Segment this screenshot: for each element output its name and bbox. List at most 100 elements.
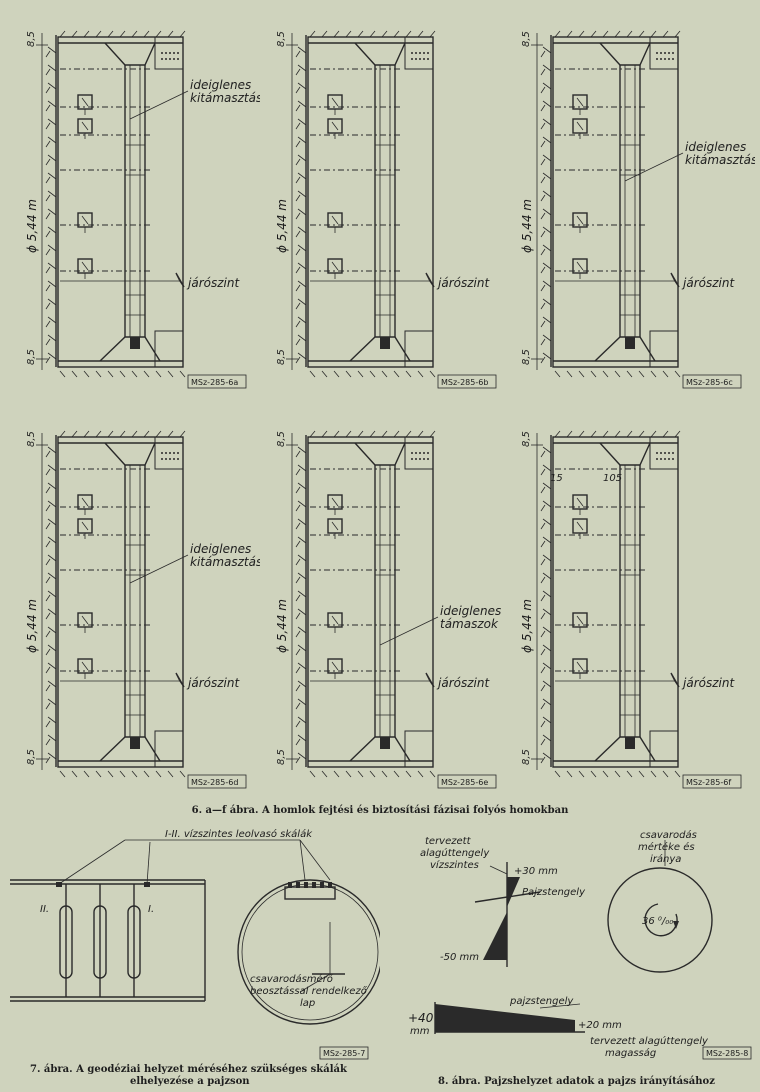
- floor-break: [670, 272, 680, 288]
- label-line-1: ideiglenes: [190, 78, 251, 92]
- design-axis-label-2: alagúttengely: [420, 847, 490, 859]
- support-box: [572, 118, 588, 139]
- support-box: [327, 258, 343, 279]
- dim-bottom: 8,5: [26, 749, 37, 765]
- twist-label-3: iránya: [650, 853, 681, 865]
- shield-axis-label: Pajzstengely: [522, 887, 586, 898]
- diameter-label: ϕ 5,44 m: [520, 599, 534, 653]
- floor-break: [670, 672, 680, 688]
- support-box: [77, 118, 93, 139]
- top-plate: [154, 36, 184, 70]
- support-box: [327, 212, 343, 233]
- shield-outline: [552, 36, 679, 368]
- design-height-label-1: tervezett alagúttengely: [590, 1035, 709, 1047]
- floor-label: járószint: [186, 276, 240, 290]
- support-box: [327, 118, 343, 139]
- top-plate: [154, 436, 184, 470]
- top-plate: [649, 36, 679, 70]
- support-box: [327, 658, 343, 679]
- floor-break: [175, 672, 185, 688]
- panel-drawing: 8,58,5ϕ 5,44 mjárószintideiglenestámaszo…: [275, 430, 501, 789]
- twist-label-2: mértéke és: [638, 841, 695, 853]
- shield-outline: [307, 436, 434, 768]
- twist-indicator: [607, 840, 713, 973]
- twist-label-1: csavarodás: [640, 829, 697, 841]
- label-line-1: ideiglenes: [190, 542, 251, 556]
- jack-right: [127, 884, 141, 997]
- panel-tag: MSz-285-6e: [441, 778, 488, 787]
- top-plate: [404, 36, 434, 70]
- panel-tag: MSz-285-6a: [191, 378, 238, 387]
- label-line-2: támaszok: [440, 617, 499, 631]
- top-bracket: [354, 442, 406, 466]
- mm-label: mm: [410, 1026, 430, 1037]
- jack-middle: [93, 884, 107, 997]
- support-box: [77, 212, 93, 233]
- support-box: [77, 94, 93, 115]
- minus50-label: -50 mm: [440, 952, 479, 963]
- dim-top: 8,5: [521, 31, 532, 47]
- shield-outline: [307, 36, 434, 368]
- panel-drawing: 8,58,5ϕ 5,44 mjárószintideigleneskitámas…: [25, 430, 260, 789]
- design-axis-label-1: tervezett: [425, 836, 472, 847]
- floor-break: [425, 272, 435, 288]
- fig7-caption-2: elhelyezése a pajzson: [130, 1076, 250, 1087]
- support-box: [77, 612, 93, 633]
- floor-break: [175, 272, 185, 288]
- horizontal-deviation: [474, 862, 541, 967]
- panel-drawing: 8,58,5ϕ 5,44 mjárószintideigleneskitámas…: [520, 30, 755, 389]
- dim-105: 105: [603, 473, 622, 484]
- bottom-plate: [404, 730, 434, 768]
- dim-bottom: 8,5: [276, 349, 287, 365]
- scales-label: I-II. vízszintes leolvasó skálák: [165, 828, 313, 840]
- diameter-label: ϕ 5,44 m: [275, 199, 289, 253]
- diameter-label: ϕ 5,44 m: [275, 599, 289, 653]
- floor-label: járószint: [681, 676, 735, 690]
- support-box: [572, 518, 588, 539]
- soil-hatching: [295, 30, 436, 378]
- mark-II: II.: [40, 904, 49, 915]
- jack-left: [59, 884, 73, 997]
- soil-hatching: [45, 430, 186, 778]
- support-box: [572, 612, 588, 633]
- twist-plate-label-3: lap: [300, 998, 315, 1009]
- support-box: [327, 94, 343, 115]
- soil-hatching: [295, 430, 436, 778]
- figure-7: I-II. vízszintes leolvasó skálák II. I. …: [10, 828, 380, 1087]
- shield-cross-section: [237, 839, 380, 1025]
- fig7-caption-1: 7. ábra. A geodéziai helyzet méréséhez s…: [30, 1064, 348, 1075]
- dim-top: 8,5: [26, 31, 37, 47]
- support-box: [77, 658, 93, 679]
- soil-hatching: [45, 30, 186, 378]
- fig8-caption: 8. ábra. Pajzshelyzet adatok a pajzs irá…: [438, 1076, 715, 1087]
- support-box: [327, 494, 343, 515]
- floor-label: járószint: [436, 676, 490, 690]
- plus30-label: +30 mm: [514, 866, 558, 877]
- top-bracket: [104, 42, 156, 66]
- panel-tag: MSz-285-6c: [686, 378, 733, 387]
- floor-label: járószint: [436, 276, 490, 290]
- dim-top: 8,5: [26, 431, 37, 447]
- diameter-label: ϕ 5,44 m: [25, 199, 39, 253]
- floor-label: járószint: [681, 276, 735, 290]
- figure-8: tervezett alagúttengely vízszintes +30 m…: [408, 829, 752, 1087]
- label-line-2: kitámasztás: [190, 91, 260, 105]
- soil-hatching: [540, 30, 681, 378]
- shield-outline: [57, 436, 184, 768]
- shield-axis-label-2: pajzstengely: [509, 996, 574, 1007]
- support-box: [572, 658, 588, 679]
- dim-15: 15: [550, 473, 563, 484]
- support-box: [572, 258, 588, 279]
- soil-hatching: [540, 430, 681, 778]
- dim-bottom: 8,5: [26, 349, 37, 365]
- support-box: [572, 494, 588, 515]
- dim-bottom: 8,5: [521, 349, 532, 365]
- design-height-label-2: magasság: [605, 1047, 656, 1059]
- panel-tag: MSz-285-6d: [191, 778, 238, 787]
